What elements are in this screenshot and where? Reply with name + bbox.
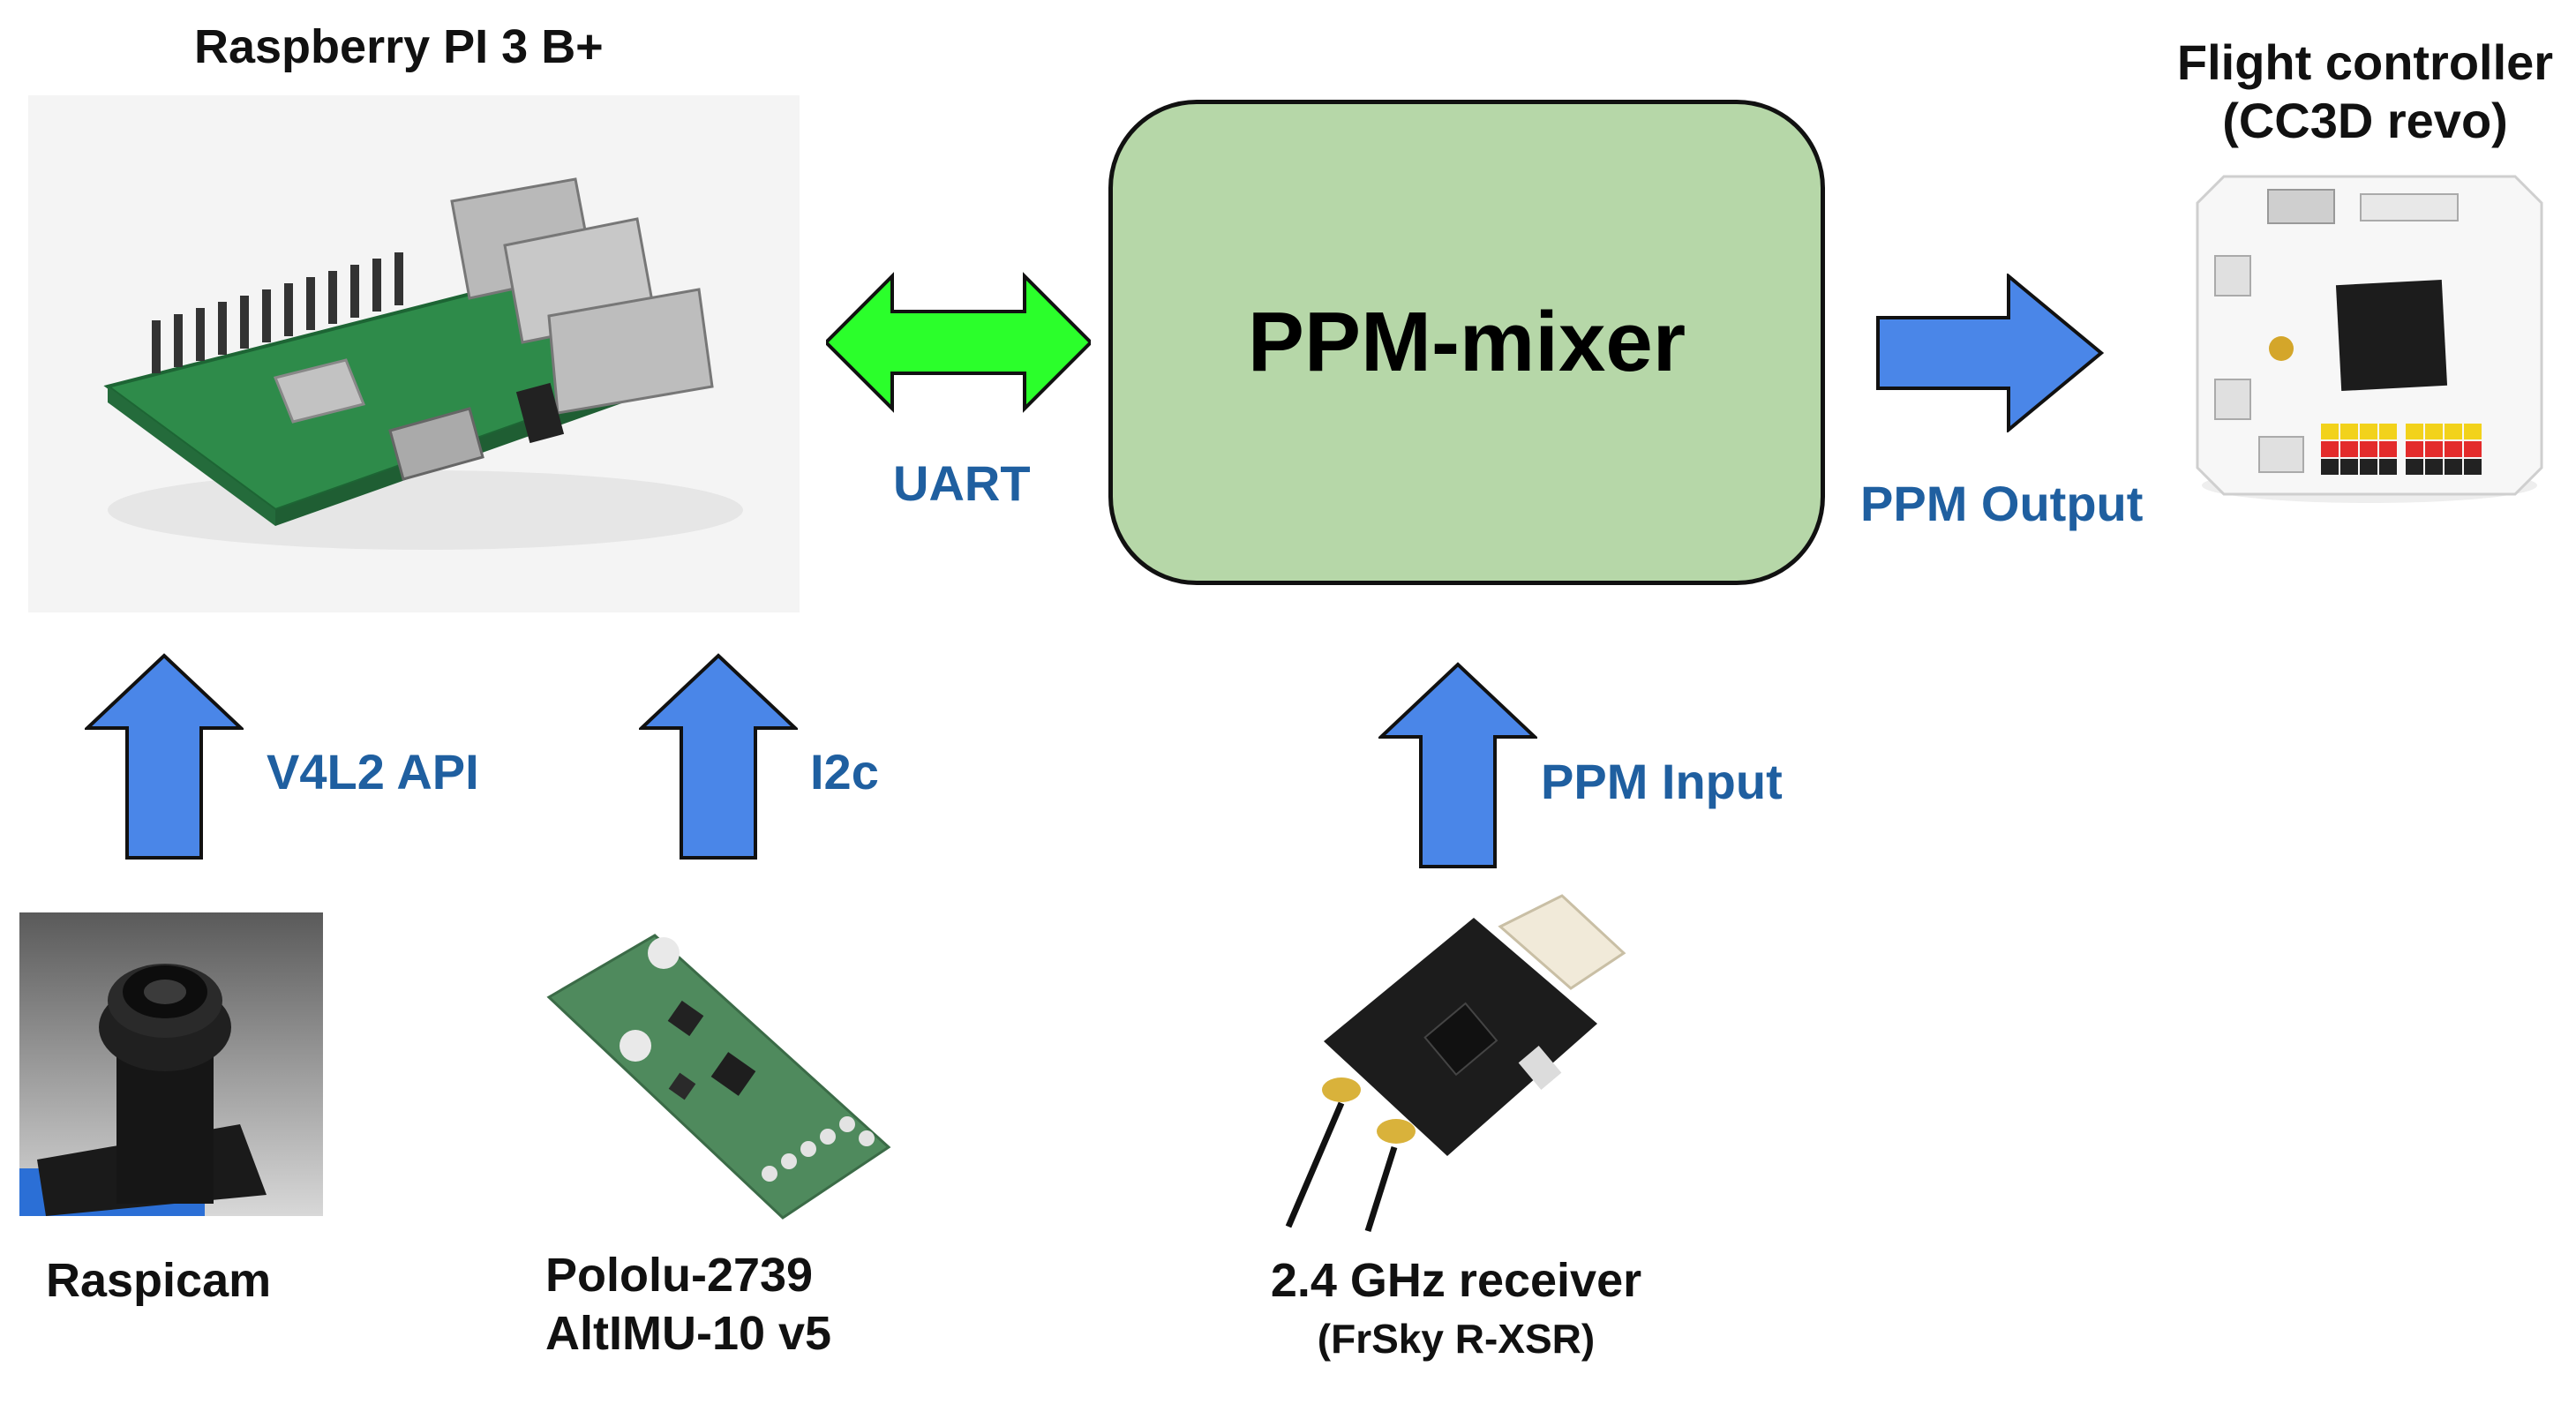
receiver-image xyxy=(1271,891,1641,1235)
flight-controller-title-line2: (CC3D revo) xyxy=(2222,93,2508,148)
imu-title-line2: AltIMU-10 v5 xyxy=(545,1307,832,1360)
v4l2-label: V4L2 API xyxy=(267,744,479,800)
imu-image xyxy=(540,927,893,1227)
uart-double-arrow xyxy=(826,272,1091,413)
ppm-mixer-label: PPM-mixer xyxy=(1247,295,1686,389)
ppm-input-label: PPM Input xyxy=(1541,754,1783,809)
imu-title: Pololu-2739 AltIMU-10 v5 xyxy=(545,1246,831,1363)
imu-title-line1: Pololu-2739 xyxy=(545,1249,814,1302)
ppm-input-up-arrow xyxy=(1378,662,1537,869)
flight-controller-title: Flight controller (CC3D revo) xyxy=(2153,34,2576,150)
raspberry-pi-image xyxy=(28,95,800,612)
flight-controller-image xyxy=(2189,168,2550,512)
uart-label: UART xyxy=(893,455,1031,511)
i2c-label: I2c xyxy=(810,744,879,800)
i2c-up-arrow xyxy=(639,653,798,860)
raspberry-pi-title: Raspberry PI 3 B+ xyxy=(194,20,604,73)
v4l2-up-arrow xyxy=(85,653,244,860)
ppm-mixer-box: PPM-mixer xyxy=(1108,100,1825,585)
receiver-subtitle: (FrSky R-XSR) xyxy=(1317,1316,1596,1362)
receiver-title: 2.4 GHz receiver xyxy=(1270,1254,1642,1307)
raspicam-image xyxy=(19,912,323,1216)
ppm-output-label: PPM Output xyxy=(1860,476,2144,531)
raspicam-title: Raspicam xyxy=(46,1254,272,1307)
ppm-output-arrow xyxy=(1876,274,2106,432)
flight-controller-title-line1: Flight controller xyxy=(2176,34,2554,90)
